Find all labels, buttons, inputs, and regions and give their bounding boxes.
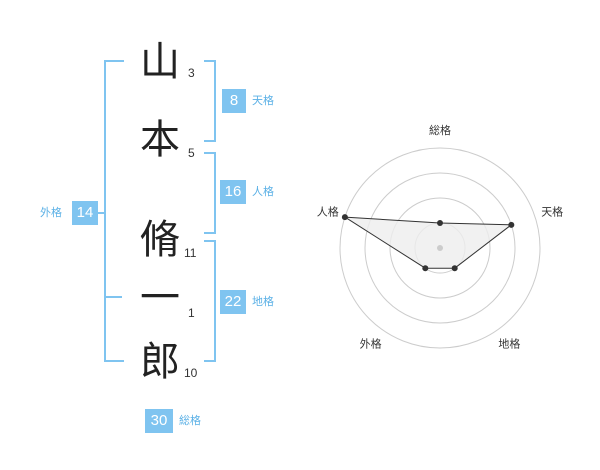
stroke-count-5: 10 bbox=[184, 366, 198, 380]
radar-axis-label-5: 人格 bbox=[317, 205, 339, 219]
soukaku-label: 総格 bbox=[179, 414, 201, 427]
gaikaku-value: 14 bbox=[72, 201, 98, 225]
stroke-count-4: 1 bbox=[188, 306, 195, 320]
radar-axis-label-3: 地格 bbox=[498, 337, 520, 351]
radar-axis-label-1: 総格 bbox=[429, 123, 451, 137]
chikaku-value: 22 bbox=[220, 290, 246, 314]
name-char-3: 脩 bbox=[140, 217, 180, 263]
chikaku-label: 地格 bbox=[252, 295, 274, 308]
chikaku-bracket bbox=[204, 240, 216, 362]
tenkaku-value: 8 bbox=[222, 89, 246, 113]
radar-point-5 bbox=[341, 214, 348, 221]
radar-polygon bbox=[344, 216, 513, 269]
radar-axis-label-2: 天格 bbox=[541, 205, 563, 219]
gaikaku-connector bbox=[98, 212, 106, 214]
gaikaku-label: 外格 bbox=[40, 206, 62, 219]
name-char-4: 一 bbox=[140, 275, 180, 321]
gaikaku-bracket bbox=[104, 60, 124, 362]
tenkaku-label: 天格 bbox=[252, 94, 274, 107]
jinkaku-label: 人格 bbox=[252, 185, 274, 198]
stroke-count-3: 11 bbox=[184, 246, 197, 260]
tenkaku-bracket bbox=[204, 60, 216, 142]
name-char-5: 郎 bbox=[140, 339, 180, 385]
stroke-count-2: 5 bbox=[188, 146, 195, 160]
name-char-2: 本 bbox=[140, 117, 180, 163]
radar-point-1 bbox=[437, 220, 443, 226]
jinkaku-value: 16 bbox=[220, 180, 246, 204]
name-char-1: 山 bbox=[140, 39, 180, 85]
radar-axis-label-4: 外格 bbox=[360, 337, 382, 351]
stroke-count-1: 3 bbox=[188, 66, 195, 80]
radar-ring-3 bbox=[364, 172, 516, 324]
jinkaku-bracket bbox=[204, 152, 216, 234]
radar-ring-2 bbox=[389, 197, 491, 299]
radar-point-2 bbox=[508, 221, 515, 228]
radar-point-4 bbox=[422, 265, 429, 272]
radar-ring-4 bbox=[339, 147, 541, 349]
soukaku-value: 30 bbox=[145, 409, 173, 433]
gaikaku-bracket-tick bbox=[104, 296, 122, 298]
radar-point-3 bbox=[451, 265, 458, 272]
radar-center-dot bbox=[437, 245, 443, 251]
